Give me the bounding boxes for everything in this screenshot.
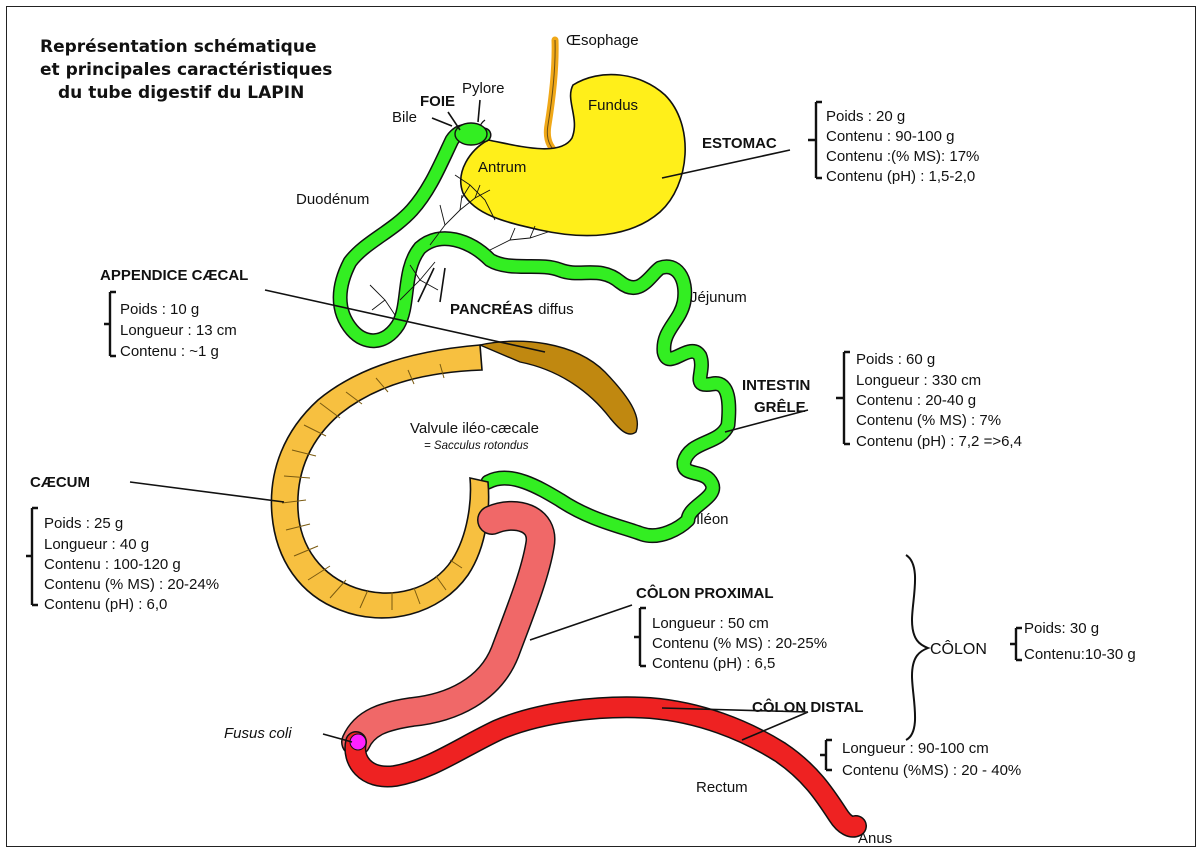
colon-distal-item: Contenu (%MS) : 20 - 40% — [842, 762, 1021, 779]
estomac-item: Poids : 20 g — [826, 108, 905, 125]
colon-curly-brace — [906, 555, 928, 740]
label-foie: FOIE — [420, 93, 455, 110]
caecum-item: Contenu (pH) : 6,0 — [44, 596, 167, 613]
colon-name: CÔLON — [930, 639, 987, 658]
appendice-item: Longueur : 13 cm — [120, 322, 237, 339]
caecum-item: Longueur : 40 g — [44, 536, 149, 553]
colon-distal-name: CÔLON DISTAL — [752, 698, 863, 716]
appendice-name: APPENDICE CÆCAL — [100, 267, 248, 284]
colon-proximal-item: Longueur : 50 cm — [652, 615, 769, 632]
label-fundus: Fundus — [588, 97, 638, 114]
caecum-item: Contenu : 100-120 g — [44, 556, 181, 573]
caecum-name: CÆCUM — [30, 474, 90, 491]
colon-proximal-name: CÔLON PROXIMAL — [636, 584, 774, 602]
intestin-item: Poids : 60 g — [856, 351, 935, 368]
label-jejunum: Jéjunum — [690, 289, 747, 306]
label-anus: Anus — [858, 830, 892, 847]
estomac-item: Contenu : 90-100 g — [826, 128, 954, 145]
label-ileon: Iléon — [696, 511, 729, 528]
title-line-1: Représentation schématique — [40, 37, 316, 57]
title-line-2: et principales caractéristiques — [40, 60, 332, 80]
estomac-item: Contenu (pH) : 1,5-2,0 — [826, 168, 975, 185]
caecum-shape — [271, 345, 488, 618]
label-fusus-coli: Fusus coli — [224, 725, 292, 742]
intestin-name-line2: GRÊLE — [754, 398, 806, 416]
label-sacculus: = Sacculus rotondus — [424, 440, 529, 452]
label-pylore: Pylore — [462, 80, 505, 97]
intestin-item: Contenu (pH) : 7,2 =>6,4 — [856, 433, 1022, 450]
label-rectum: Rectum — [696, 779, 748, 796]
colon-item: Poids: 30 g — [1024, 620, 1099, 637]
stomach-shape — [461, 75, 685, 236]
label-oesophage: Œsophage — [566, 32, 639, 49]
colon-proximal-item: Contenu (pH) : 6,5 — [652, 655, 775, 672]
label-antrum: Antrum — [478, 159, 526, 176]
caecum-item: Contenu (% MS) : 20-24% — [44, 576, 219, 593]
estomac-name: ESTOMAC — [702, 135, 777, 152]
colon-item: Contenu:10-30 g — [1024, 646, 1136, 663]
colon-distal-item: Longueur : 90-100 cm — [842, 740, 989, 757]
label-duodenum: Duodénum — [296, 191, 369, 208]
estomac-item: Contenu :(% MS): 17% — [826, 148, 979, 165]
intestin-name-line1: INTESTIN — [742, 377, 810, 394]
intestin-item: Contenu (% MS) : 7% — [856, 412, 1001, 429]
colon-proximal-item: Contenu (% MS) : 20-25% — [652, 635, 827, 652]
intestin-item: Longueur : 330 cm — [856, 372, 981, 389]
title-line-3: du tube digestif du LAPIN — [58, 83, 304, 103]
label-valvule: Valvule iléo-cæcale — [410, 420, 539, 437]
pylorus-shape — [455, 123, 487, 145]
caecum-item: Poids : 25 g — [44, 515, 123, 532]
appendice-item: Contenu : ~1 g — [120, 343, 219, 360]
label-bile: Bile — [392, 109, 417, 126]
intestin-item: Contenu : 20-40 g — [856, 392, 976, 409]
fusus-coli-shape — [350, 734, 366, 750]
appendice-item: Poids : 10 g — [120, 301, 199, 318]
